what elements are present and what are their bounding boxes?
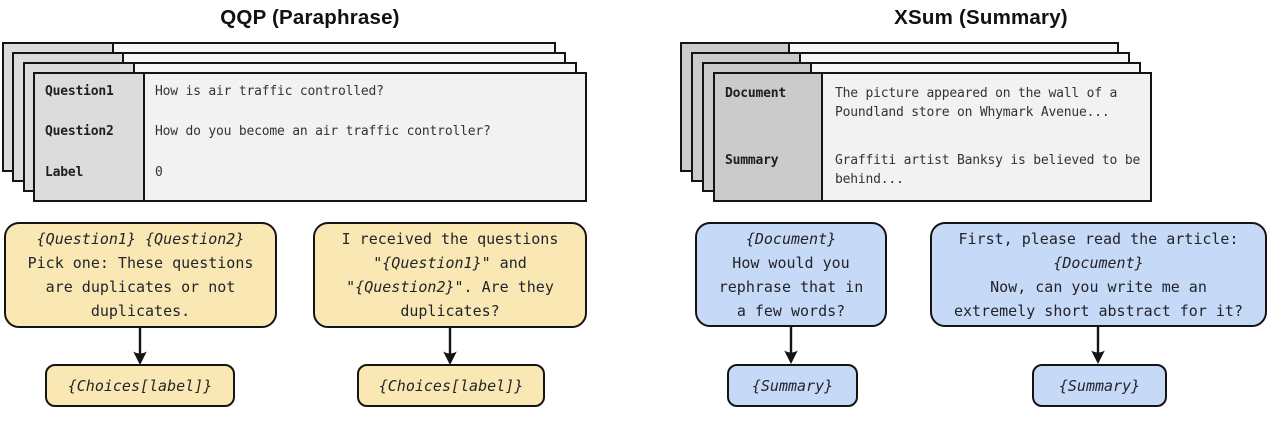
field-label: Question1 [45, 84, 114, 99]
field-label: Question2 [45, 124, 114, 139]
arrow-down-icon [443, 328, 457, 365]
field-value: How do you become an air traffic control… [155, 124, 491, 139]
prompt-output-box: {Summary} [1032, 364, 1167, 407]
field-label: Label [45, 165, 84, 180]
field-label: Document [725, 86, 787, 101]
prompt-output-box: {Choices[label]} [357, 364, 545, 407]
arrow-down-icon [1091, 327, 1105, 364]
field-label: Summary [725, 153, 779, 168]
dataset-card-xsum: Document The picture appeared on the wal… [713, 72, 1152, 202]
prompt-template-box: I received the questions"{Question1}" an… [313, 222, 587, 328]
prompt-template-box: {Question1} {Question2}Pick one: These q… [4, 222, 277, 328]
prompt-template-box: First, please read the article:{Document… [930, 222, 1267, 327]
dataset-card-qqp: Question1 How is air traffic controlled?… [33, 72, 587, 202]
arrow-down-icon [133, 328, 147, 365]
panel-title-qqp: QQP (Paraphrase) [220, 6, 400, 29]
prompt-output-box: {Summary} [727, 364, 858, 407]
prompt-output-box: {Choices[label]} [45, 364, 235, 407]
field-value: Graffiti artist Banksy is believed to be… [835, 153, 1141, 187]
field-value: How is air traffic controlled? [155, 84, 384, 99]
arrow-down-icon [784, 327, 798, 364]
card-label-column [715, 74, 823, 200]
field-value: 0 [155, 165, 163, 180]
card-label-column [35, 74, 145, 200]
panel-title-xsum: XSum (Summary) [894, 6, 1068, 29]
